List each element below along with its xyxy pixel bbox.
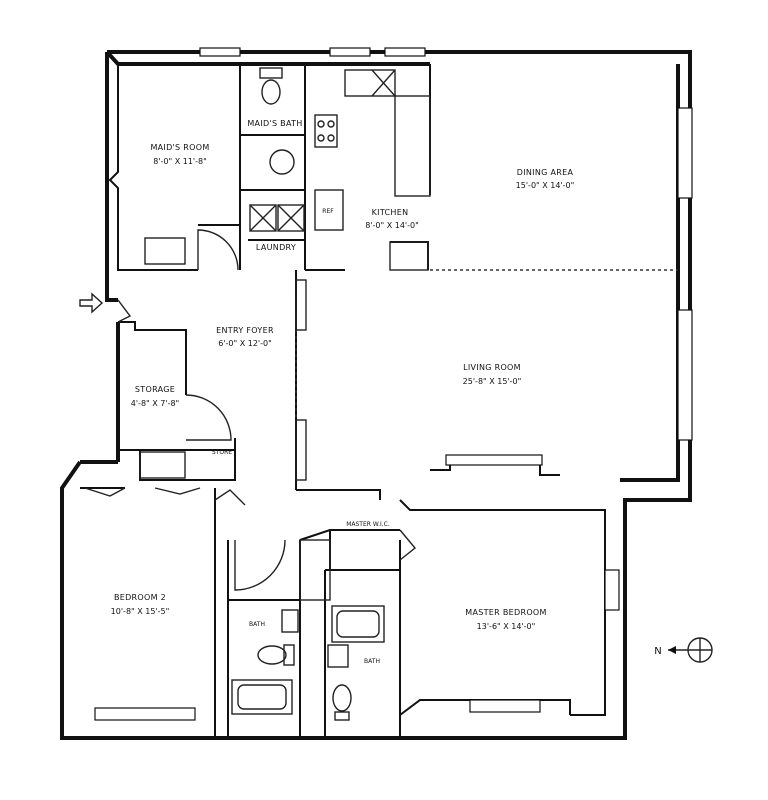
bathtub <box>231 679 293 715</box>
counter <box>389 241 429 271</box>
closet <box>299 539 331 601</box>
master-bedroom-label: MASTER BEDROOM <box>465 608 546 617</box>
windows <box>94 47 693 721</box>
master-bedroom-dim: 13'-6" X 14'-0" <box>477 622 536 631</box>
toilet <box>332 684 352 712</box>
counter <box>394 95 431 197</box>
window <box>469 699 541 713</box>
window <box>199 47 241 57</box>
storage-label: STORAGE <box>135 385 175 394</box>
fixtures <box>139 67 431 721</box>
compass-icon: N <box>654 637 713 663</box>
room-labels: MAID'S ROOM 8'-0" X 11'-8" MAID'S BATH L… <box>111 119 575 665</box>
bed <box>144 237 186 265</box>
door <box>399 529 416 561</box>
door <box>214 489 246 506</box>
closet <box>295 279 307 331</box>
kitchen-dim: 8'-0" X 14'-0" <box>365 221 419 230</box>
door <box>154 487 201 495</box>
sink <box>327 644 349 668</box>
ref-label: REF <box>322 208 334 215</box>
door <box>234 539 286 591</box>
outer-walls <box>60 50 692 740</box>
maids-room-dim: 8'-0" X 11'-8" <box>153 157 207 166</box>
bath2-label: BATH <box>364 658 380 665</box>
window <box>94 707 196 721</box>
kitchen-sink <box>344 69 396 97</box>
living-room-dim: 25'-8" X 15'-0" <box>463 377 522 386</box>
store-label: STORE <box>212 449 232 456</box>
window <box>604 569 620 611</box>
entry-foyer-label: ENTRY FOYER <box>216 326 274 335</box>
window <box>329 47 371 57</box>
door <box>84 487 126 497</box>
bath1-label: BATH <box>249 621 265 628</box>
toilet <box>257 645 287 665</box>
window <box>445 454 543 466</box>
sink <box>269 149 295 175</box>
washer <box>249 204 277 232</box>
closet <box>295 419 307 481</box>
closet <box>139 451 186 479</box>
entry-foyer-dim: 6'-0" X 12'-0" <box>218 339 272 348</box>
bedroom2-dim: 10'-8" X 15'-5" <box>111 607 170 616</box>
storage-dim: 4'-8" X 7'-8" <box>131 399 179 408</box>
maids-bath-label: MAID'S BATH <box>247 119 302 128</box>
sink <box>281 609 299 633</box>
door <box>185 394 232 441</box>
dining-dim: 15'-0" X 14'-0" <box>516 181 575 190</box>
window <box>677 107 693 199</box>
window <box>677 309 693 441</box>
toilet <box>259 67 283 79</box>
laundry-label: LAUNDRY <box>256 243 296 252</box>
maids-room-label: MAID'S ROOM <box>150 143 209 152</box>
entry-door <box>117 299 132 323</box>
toilet <box>261 79 281 105</box>
bathtub <box>331 605 385 643</box>
bedroom2-label: BEDROOM 2 <box>114 593 166 602</box>
refrigerator <box>314 189 344 231</box>
door <box>197 229 239 271</box>
master-wic-label: MASTER W.I.C. <box>346 521 390 528</box>
compass-north-label: N <box>654 646 661 657</box>
dining-label: DINING AREA <box>517 168 574 177</box>
doors <box>84 229 416 591</box>
entry-arrow-icon <box>79 292 104 314</box>
kitchen-label: KITCHEN <box>372 208 409 217</box>
living-room-label: LIVING ROOM <box>463 363 521 372</box>
stove <box>314 114 338 148</box>
window <box>384 47 426 57</box>
dryer <box>277 204 305 232</box>
